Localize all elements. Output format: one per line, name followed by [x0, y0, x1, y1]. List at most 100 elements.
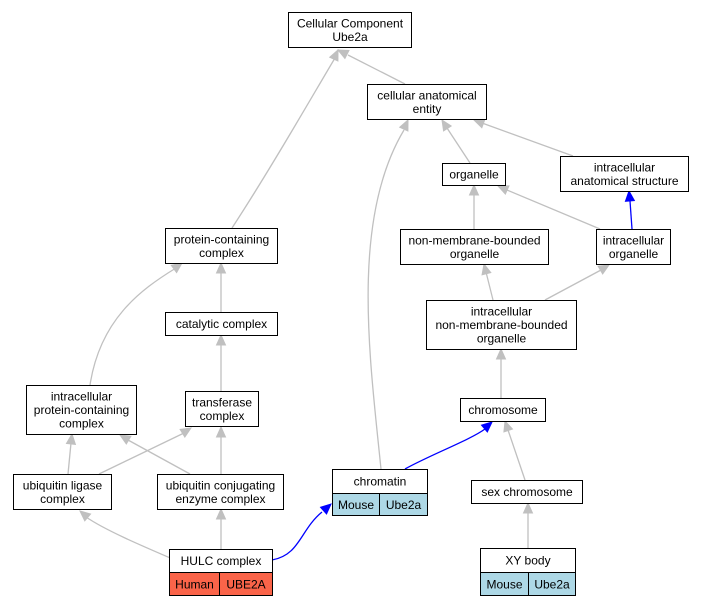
node-organelle[interactable]: organelle — [442, 163, 506, 186]
node-label-line: intracellular — [603, 233, 664, 247]
arrowhead-ulc-to-tc — [179, 427, 193, 438]
node-label-line: ubiquitin ligase — [23, 478, 103, 492]
arrowhead-chrom-to-inmb — [495, 347, 507, 360]
edge-inmb-to-nmb — [485, 271, 494, 301]
arrowhead-chromatin-to-chrom — [480, 421, 493, 433]
node-label-line: protein-containing — [34, 403, 129, 417]
arrowhead-xy-to-sex — [522, 501, 534, 514]
arrowhead-hulc-to-chromatin — [319, 503, 332, 515]
arrowhead-io-to-org — [496, 185, 510, 196]
arrowhead-cat-to-pcc — [215, 261, 227, 274]
node-box — [26, 385, 137, 435]
node-label-line: non-membrane-bounded — [435, 318, 567, 332]
arrowhead-sex-to-chrom — [503, 419, 514, 433]
node-catalytic-complex[interactable]: catalytic complex — [165, 312, 278, 336]
node-box — [442, 163, 506, 186]
arrowhead-pcc-to-cc — [328, 48, 339, 62]
species-label: Mouse — [338, 498, 374, 512]
arrowhead-nmb-to-org — [468, 183, 480, 196]
node-intracellular-nmb-organelle[interactable]: intracellularnon-membrane-boundedorganel… — [426, 300, 577, 350]
gene-label: Ube2a — [534, 578, 570, 592]
edge-org-to-cae — [446, 127, 471, 164]
node-box — [596, 229, 671, 265]
node-box — [13, 474, 112, 510]
node-box — [157, 474, 284, 510]
edge-ulc-to-tc — [98, 432, 185, 475]
node-box — [560, 156, 689, 192]
node-chromosome[interactable]: chromosome — [460, 398, 546, 422]
node-label-line: organelle — [450, 247, 500, 261]
node-label-line: organelle — [477, 332, 527, 346]
node-box — [471, 480, 583, 504]
gene-label: UBE2A — [226, 578, 265, 592]
arrowhead-ucec-to-tc — [215, 425, 227, 438]
node-label-line: organelle — [609, 247, 659, 261]
node-sex-chromosome[interactable]: sex chromosome — [471, 480, 583, 504]
edge-inmb-to-io — [544, 269, 602, 301]
arrowhead-cae-to-cc — [336, 49, 350, 60]
edge-cae-to-cc — [347, 54, 406, 85]
node-label-line: HULC complex — [181, 554, 262, 568]
species-label: Human — [175, 578, 214, 592]
edge-chr-to-cae — [367, 129, 405, 470]
node-label-line: entity — [413, 102, 442, 116]
node-box — [426, 300, 577, 350]
node-label-line: intracellular — [471, 305, 532, 319]
arrowhead-io-to-ias — [624, 189, 636, 202]
species-cell — [219, 572, 273, 596]
gene-label: Ube2a — [386, 498, 422, 512]
arrowhead-ipcc-to-pcc — [170, 262, 183, 274]
node-label-line: complex — [59, 417, 104, 431]
edge-sex-to-chrom — [507, 429, 526, 481]
edge-hulc-to-ulc — [85, 516, 176, 561]
node-label-line: complex — [199, 246, 244, 260]
arrowhead-ias-to-cae — [472, 118, 486, 129]
node-label-line: Ube2a — [332, 30, 368, 44]
node-box — [185, 391, 259, 427]
edge-hulc-to-chromatin — [271, 511, 323, 561]
node-label-line: anatomical structure — [570, 174, 678, 188]
node-label-line: chromosome — [468, 403, 538, 417]
node-label-line: ubiquitin conjugating — [166, 478, 275, 492]
node-label-line: intracellular — [594, 160, 655, 174]
edge-ipcc-to-pcc — [89, 267, 177, 386]
arrowhead-hulc-to-ucec — [215, 507, 227, 520]
arrowhead-org-to-cae — [441, 118, 453, 132]
species-label: Mouse — [486, 578, 522, 592]
arrowhead-chr-to-cae — [398, 118, 409, 132]
arrowhead-ucec-to-ipcc — [118, 434, 132, 445]
node-label-line: non-membrane-bounded — [408, 233, 540, 247]
node-box — [460, 398, 546, 422]
node-box — [165, 228, 278, 264]
edge-pcc-to-cc — [231, 57, 336, 229]
node-label-line: intracellular — [51, 390, 112, 404]
node-box — [165, 312, 278, 336]
node-label-line: organelle — [449, 168, 499, 182]
node-label-line: complex — [40, 492, 85, 506]
edge-io-to-ias — [629, 200, 633, 230]
node-box — [367, 84, 487, 120]
node-label-line: transferase — [192, 395, 252, 409]
node-label-line: XY body — [505, 554, 550, 568]
arrowhead-ulc-to-ipcc — [65, 432, 77, 445]
species-cell — [379, 493, 428, 516]
edge-io-to-org — [506, 189, 601, 230]
arrowhead-inmb-to-io — [597, 264, 611, 275]
node-label-line: catalytic complex — [176, 317, 267, 331]
node-label-line: protein-containing — [174, 232, 269, 246]
node-label-line: cellular anatomical — [377, 88, 476, 102]
